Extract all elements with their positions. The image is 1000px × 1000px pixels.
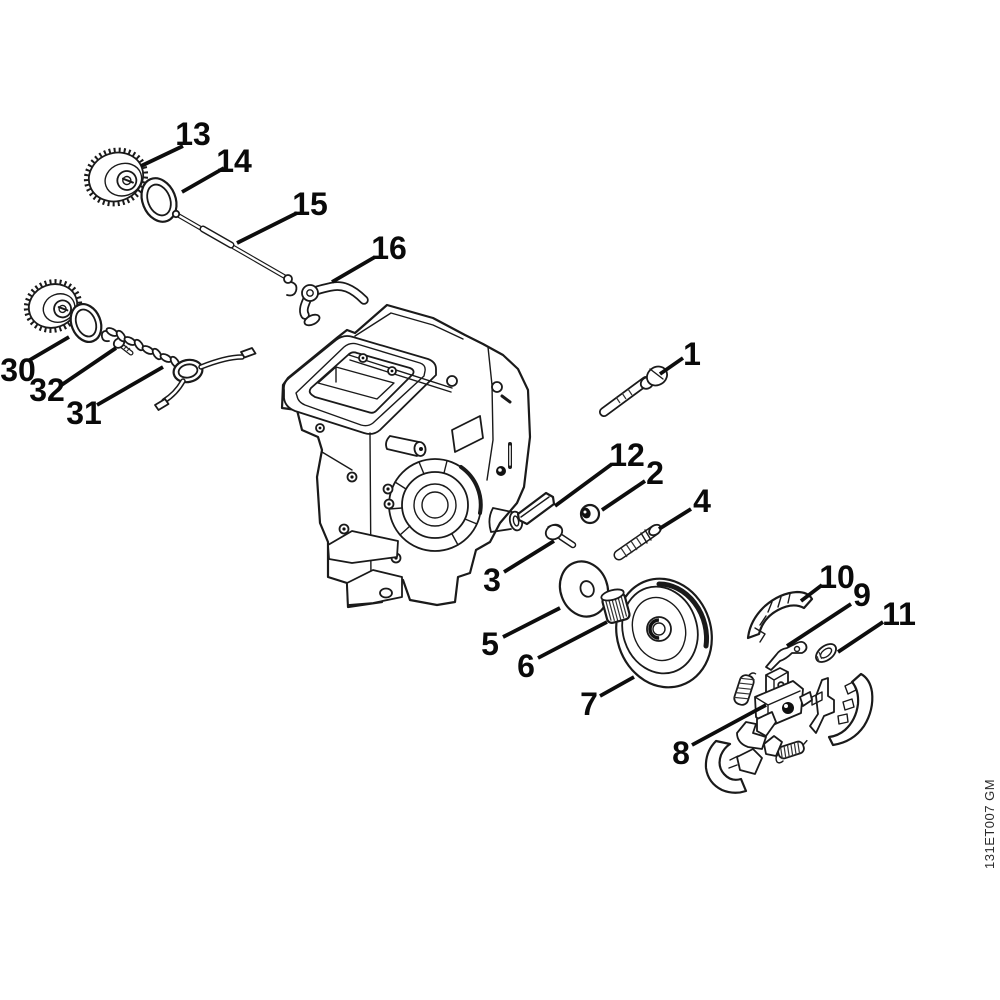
leader-line-1 xyxy=(658,356,685,376)
callout-32: 32 xyxy=(29,372,65,408)
leader-line-11 xyxy=(836,620,885,654)
callout-31: 31 xyxy=(66,395,102,431)
filler-cap-13-drawing xyxy=(83,147,149,207)
lever-16-drawing xyxy=(299,281,369,327)
callout-13: 13 xyxy=(175,116,211,152)
leader-line-9 xyxy=(785,602,853,648)
screw-3-drawing xyxy=(544,523,577,549)
leader-line-31 xyxy=(96,365,164,407)
clip-11-drawing xyxy=(815,643,837,663)
wire-retainer-31-drawing xyxy=(100,327,257,411)
callout-10: 10 xyxy=(819,559,855,595)
filler-cap-30-drawing xyxy=(23,279,103,343)
callout-30: 30 xyxy=(0,352,36,388)
cover-plate-12-drawing xyxy=(516,491,556,526)
leader-line-16 xyxy=(331,255,376,284)
callout-6: 6 xyxy=(517,648,535,684)
washer-5-drawing xyxy=(558,560,610,618)
lever-9-drawing xyxy=(765,640,808,671)
callout-7: 7 xyxy=(580,686,598,722)
bolt-1-drawing xyxy=(599,365,668,417)
callout-11: 11 xyxy=(882,596,916,632)
callout-8: 8 xyxy=(672,735,690,771)
leader-line-14 xyxy=(181,166,225,194)
callout-3: 3 xyxy=(483,562,501,598)
callout-4: 4 xyxy=(693,483,711,519)
leader-line-10 xyxy=(799,583,824,603)
leader-line-12 xyxy=(553,462,614,508)
leader-lines xyxy=(27,144,885,747)
leader-line-8 xyxy=(691,703,767,747)
clutch-drum-7-drawing xyxy=(615,577,713,689)
leader-line-32 xyxy=(58,346,118,388)
leader-line-3 xyxy=(502,539,556,574)
leader-line-5 xyxy=(502,606,561,639)
callout-5: 5 xyxy=(481,626,499,662)
leader-line-7 xyxy=(599,675,635,698)
callout-12: 12 xyxy=(609,437,645,473)
clutch-assembly-8-drawing xyxy=(704,667,874,794)
callout-15: 15 xyxy=(292,186,328,222)
leader-line-4 xyxy=(657,507,693,531)
leader-line-30 xyxy=(27,335,70,363)
callout-2: 2 xyxy=(646,455,664,491)
callout-labels: 13 14 15 16 30 32 31 1 12 2 4 3 5 6 7 10… xyxy=(0,116,916,771)
callout-1: 1 xyxy=(683,336,701,372)
leader-line-6 xyxy=(537,620,608,660)
bushing-2-drawing xyxy=(579,503,601,525)
callout-16: 16 xyxy=(371,230,407,266)
figure-code-watermark: 131ET007 GM xyxy=(982,779,997,869)
callout-9: 9 xyxy=(853,577,871,613)
needle-bearing-6-drawing xyxy=(600,588,631,624)
crankcase-drawing xyxy=(280,303,532,609)
rod-15-drawing xyxy=(171,209,298,297)
callout-14: 14 xyxy=(216,143,252,179)
leader-line-15 xyxy=(236,211,298,245)
leader-line-2 xyxy=(600,479,647,512)
stud-4-drawing xyxy=(613,523,662,561)
leader-line-13 xyxy=(140,144,184,168)
sealing-ring-14-drawing xyxy=(140,177,178,223)
